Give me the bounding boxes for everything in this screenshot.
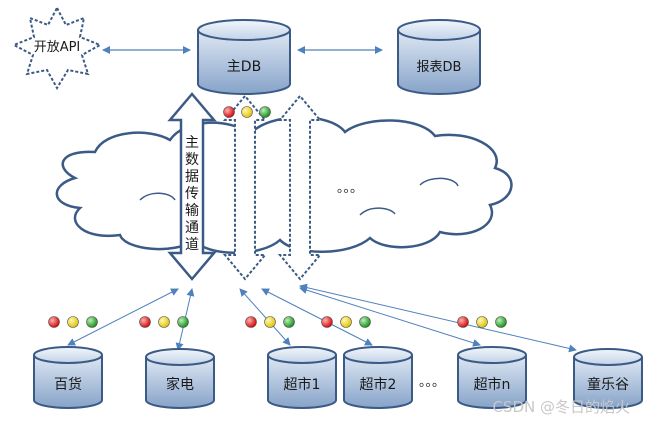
store-db-tongle: 童乐谷 bbox=[573, 348, 643, 409]
channel-char: 输 bbox=[185, 203, 199, 219]
green-light-icon bbox=[259, 106, 271, 118]
cloud-ellipsis: 。。。 bbox=[337, 181, 363, 196]
store-label: 百货 bbox=[54, 376, 82, 393]
channel-char: 据 bbox=[185, 169, 199, 185]
store-label: 童乐谷 bbox=[587, 376, 629, 393]
secondary-channel-arrow bbox=[277, 94, 323, 281]
store-db-baihuo: 百货 bbox=[33, 346, 103, 409]
store-label: 家电 bbox=[166, 376, 194, 393]
channel-char: 主 bbox=[185, 135, 199, 151]
status-lights-chaoshi2 bbox=[321, 316, 371, 328]
channel-char: 传 bbox=[185, 186, 199, 202]
yellow-light-icon bbox=[241, 106, 253, 118]
store-connections bbox=[67, 283, 577, 353]
status-lights-chaoshin bbox=[457, 316, 507, 328]
report-db-label: 报表DB bbox=[417, 60, 462, 75]
status-lights-top bbox=[223, 106, 271, 118]
store-db-jiadian: 家电 bbox=[145, 348, 215, 409]
secondary-channel-arrow bbox=[222, 94, 268, 281]
channel-char: 道 bbox=[185, 237, 199, 253]
store-db-chaoshi2: 超市2 bbox=[343, 346, 413, 409]
open-api-label: 开放API bbox=[34, 40, 81, 55]
stores-ellipsis: 。。。 bbox=[419, 375, 445, 390]
store-label: 超市1 bbox=[284, 376, 321, 393]
network-cloud bbox=[55, 116, 513, 254]
status-lights-baihuo bbox=[48, 316, 98, 328]
store-label: 超市2 bbox=[360, 376, 397, 393]
main-data-channel: 主 数 据 传 输 通 道 bbox=[167, 92, 217, 281]
open-api-star: 开放API bbox=[11, 5, 103, 90]
report-db-cylinder: 报表DB bbox=[397, 19, 481, 95]
store-db-chaoshi1: 超市1 bbox=[267, 346, 337, 409]
status-lights-jiadian bbox=[139, 316, 189, 328]
status-lights-chaoshi1 bbox=[245, 316, 295, 328]
main-db-cylinder: 主DB bbox=[197, 19, 291, 95]
store-label: 超市n bbox=[474, 376, 511, 393]
channel-char: 数 bbox=[185, 152, 199, 168]
watermark: CSDN @冬日的焰火 bbox=[492, 398, 630, 416]
channel-char: 通 bbox=[185, 220, 199, 236]
store-db-chaoshin: 超市n bbox=[457, 346, 527, 409]
main-db-label: 主DB bbox=[227, 59, 261, 75]
red-light-icon bbox=[223, 106, 235, 118]
